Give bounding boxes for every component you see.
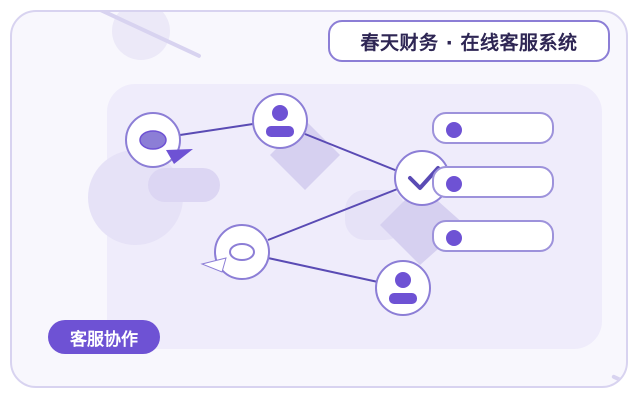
- connector-line-1: [179, 123, 254, 136]
- list-item: [432, 112, 554, 144]
- shadow-diamond-2: [380, 185, 465, 265]
- collaboration-badge: 客服协作: [48, 320, 160, 354]
- page-title: 春天财务 · 在线客服系统: [328, 20, 610, 62]
- speech-bubble-outline-icon: [200, 224, 270, 280]
- decorative-blob-pill: [148, 168, 220, 202]
- list-item: [432, 220, 554, 252]
- speech-bubble-icon: [125, 112, 193, 168]
- user-avatar-icon: [375, 260, 431, 316]
- bullet-dot: [446, 230, 462, 246]
- bullet-dot: [446, 122, 462, 138]
- bullet-dot: [446, 176, 462, 192]
- connector-line-4: [267, 257, 379, 283]
- connector-line-3: [267, 187, 401, 241]
- list-item: [432, 166, 554, 198]
- connector-line-2: [304, 133, 401, 173]
- user-avatar-icon: [252, 93, 308, 149]
